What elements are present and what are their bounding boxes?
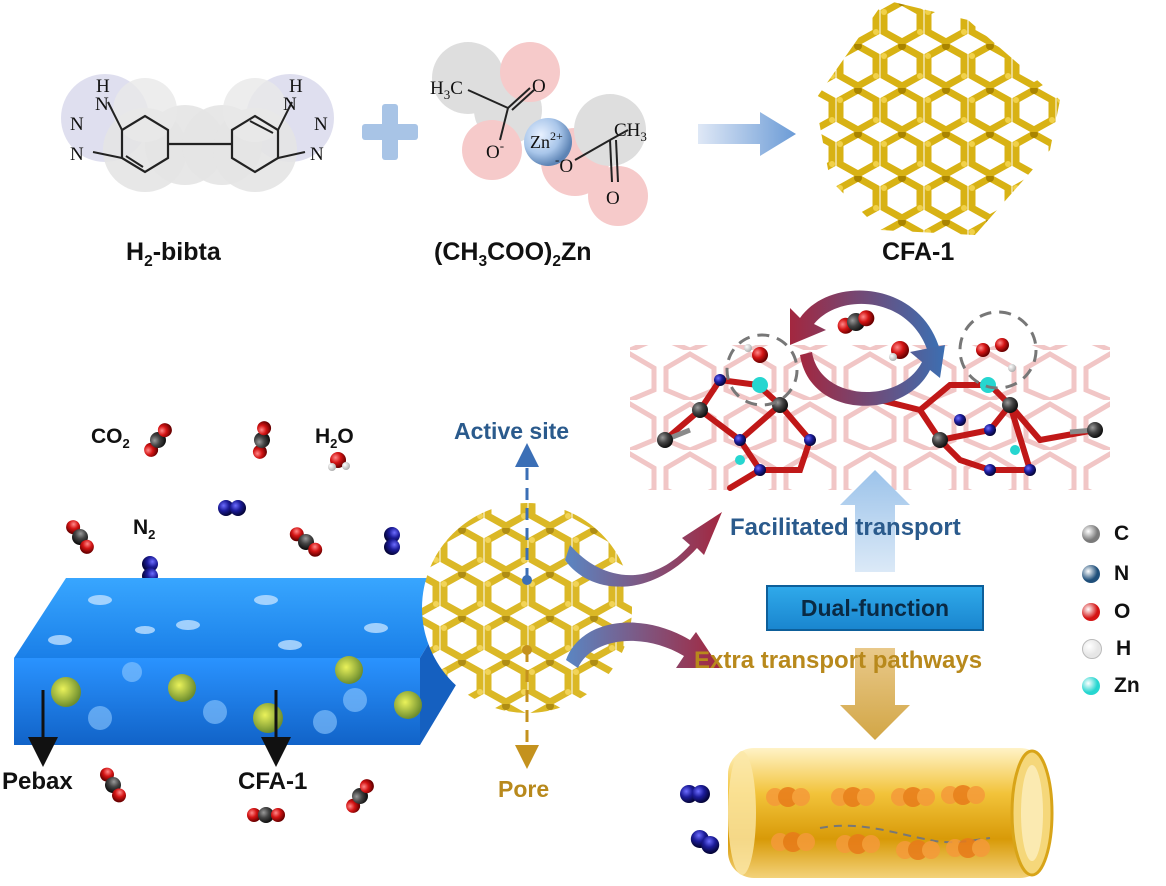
reaction-arrow-icon [698, 112, 796, 156]
active-site-molecular-model [630, 310, 1110, 491]
cycle-arrow-bottom [800, 345, 945, 406]
zinc-acetate-ch3-right: CH3 [614, 120, 647, 144]
zinc-acetate-o-double-right: O [606, 188, 620, 209]
dual-function-label: Dual-function [800, 594, 950, 621]
pebax-label: Pebax [2, 768, 73, 795]
ligand-atom-h-left: H [96, 76, 110, 97]
zinc-acetate-o-minus-left: O- [486, 138, 504, 163]
captured-co2 [837, 310, 875, 334]
upward-arrow-icon [840, 470, 910, 572]
legend-item-zn: Zn [1082, 671, 1140, 701]
legend-item-o: O [1082, 597, 1130, 627]
ligand-atom-n-left-1: N [95, 94, 109, 115]
n2-label: N2 [133, 516, 156, 543]
dual-function-box: Dual-function [766, 585, 984, 631]
co2-label: CO2 [91, 425, 130, 452]
legend-text-h: H [1116, 637, 1132, 660]
pebax-membrane-slab [14, 578, 468, 745]
plus-icon [362, 104, 418, 160]
legend-dot-zn [1082, 677, 1100, 695]
active-site-label: Active site [454, 418, 570, 444]
legend-dot-o [1082, 603, 1100, 621]
pore-label: Pore [498, 776, 550, 802]
pore-dot [522, 645, 532, 655]
legend-dot-n [1082, 565, 1100, 583]
legend-text-o: O [1114, 600, 1131, 623]
zinc-acetate-ch3-left: H3C [430, 78, 463, 102]
ligand-atom-n-left-3: N [70, 144, 84, 165]
legend-dot-h [1082, 639, 1102, 659]
ligand-atom-n-left-2: N [70, 114, 84, 135]
cfa-1-framework-structure [815, 0, 1060, 235]
legend-dot-c [1082, 525, 1100, 543]
facilitated-transport-arrow [565, 512, 722, 587]
ligand-atom-n-right-3: N [310, 144, 324, 165]
h2-bibta-molecule [61, 74, 334, 192]
transport-pathway-tube [728, 748, 1054, 878]
captured-h2o [889, 341, 909, 361]
zinc-ion-label: Zn2+ [530, 129, 563, 152]
ligand-atom-h-right: H [289, 76, 303, 97]
n2-molecules [142, 500, 720, 854]
zinc-acetate-o-double-left: O [532, 76, 546, 97]
legend-item-h: H [1082, 634, 1131, 664]
extra-pathways-label: Extra transport pathways [694, 647, 983, 674]
legend-text-zn: Zn [1114, 674, 1140, 697]
zinc-acetate-molecule [432, 42, 648, 226]
cycle-arrow-top [790, 290, 940, 352]
legend-item-c: C [1082, 519, 1129, 549]
downward-arrow-icon [840, 648, 910, 740]
h2o-molecule [328, 452, 350, 471]
cfa-1-filler-label: CFA-1 [238, 768, 308, 795]
h2o-label: H2O [315, 425, 354, 452]
extra-pathway-arrow [566, 622, 720, 668]
legend-text-n: N [1114, 562, 1130, 585]
cfa-1-product-label: CFA-1 [882, 238, 955, 266]
ligand-label: H2-bibta [126, 238, 221, 270]
ligand-atom-n-right-2: N [314, 114, 328, 135]
legend-text-c: C [1114, 522, 1130, 545]
facilitated-transport-label: Facilitated transport [730, 514, 961, 541]
ligand-atom-n-right-1: N [283, 94, 297, 115]
legend-item-n: N [1082, 559, 1129, 589]
active-site-dot [522, 575, 532, 585]
zinc-acetate-o-minus-right: -O [555, 152, 573, 177]
zinc-salt-label: (CH3COO)2Zn [434, 238, 592, 270]
